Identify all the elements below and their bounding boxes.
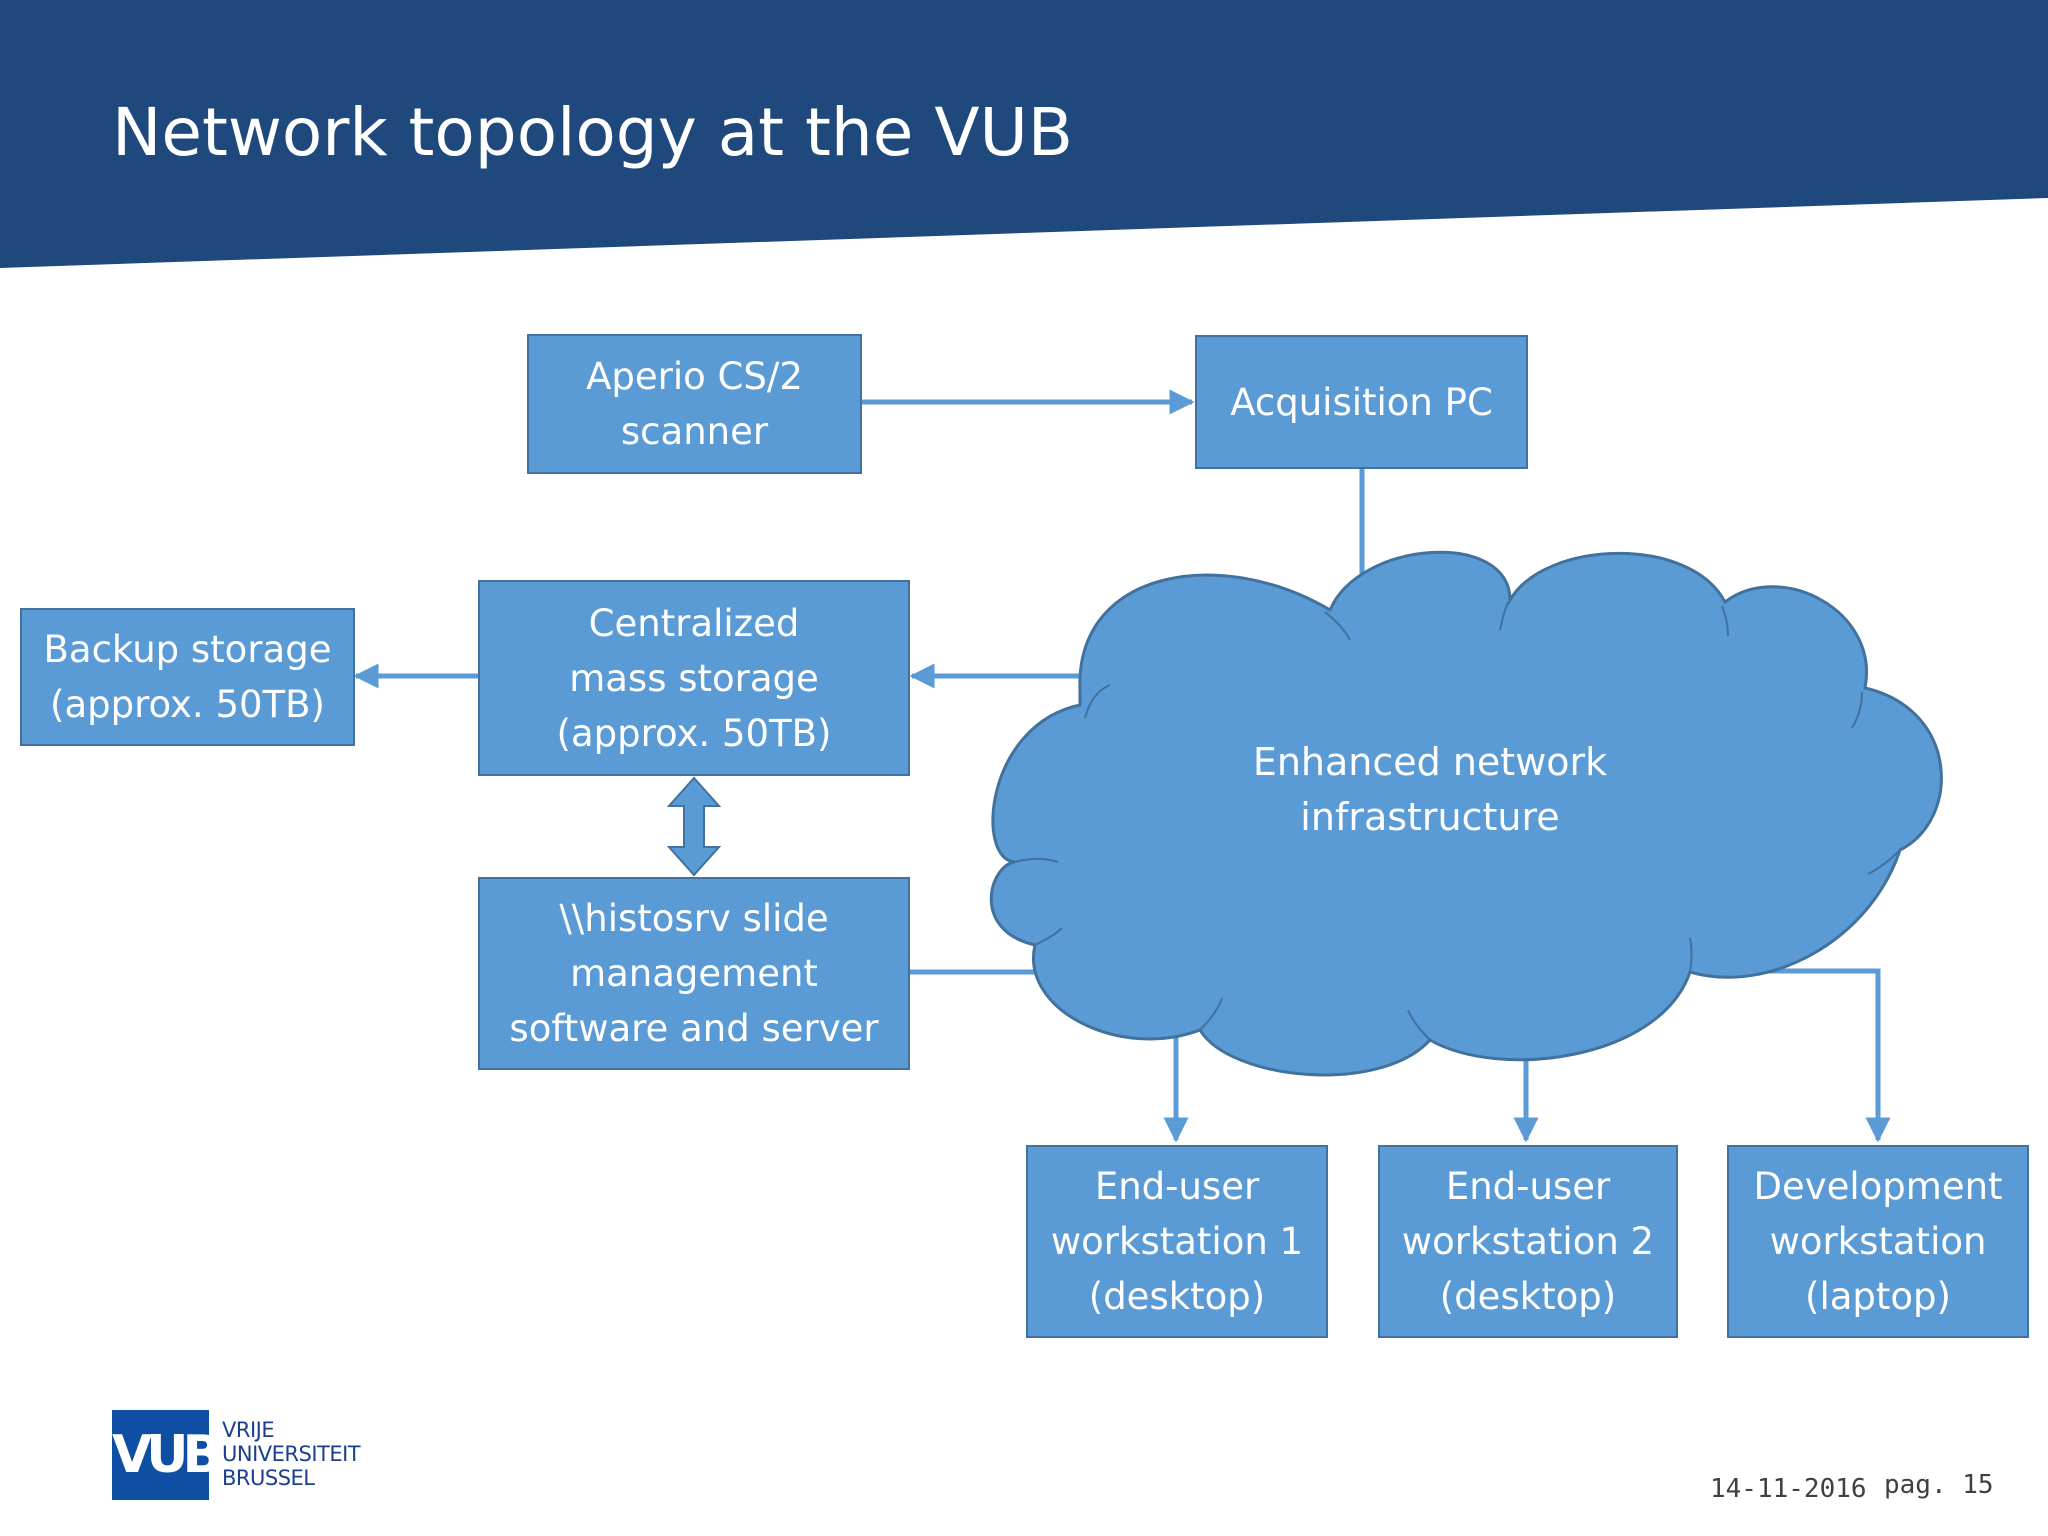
scanner-node: Aperio CS/2 scanner bbox=[527, 334, 862, 474]
scanner-node-line: scanner bbox=[620, 410, 769, 453]
workstation2-node-line: End-user bbox=[1445, 1165, 1611, 1208]
histosrv-node-line: \\histosrv slide bbox=[559, 897, 829, 940]
vub-logo-mark: VUB bbox=[112, 1410, 222, 1500]
workstation1-node-line: (desktop) bbox=[1088, 1275, 1266, 1318]
header-band bbox=[0, 0, 2048, 268]
histosrv-node-line: management bbox=[570, 952, 818, 995]
vub-logo: VUB VRIJE UNIVERSITEIT BRUSSEL bbox=[112, 1410, 382, 1502]
histosrv-node: \\histosrv slide management software and… bbox=[478, 877, 910, 1070]
vub-logo-text-line: UNIVERSITEIT bbox=[222, 1442, 361, 1466]
workstation1-node-line: workstation 1 bbox=[1050, 1220, 1304, 1263]
cloud-label-line: Enhanced network bbox=[1252, 740, 1608, 784]
slide-title: Network topology at the VUB bbox=[112, 94, 1074, 171]
workstation2-node: End-user workstation 2 (desktop) bbox=[1378, 1145, 1678, 1338]
histosrv-node-line: software and server bbox=[509, 1007, 879, 1050]
network-cloud bbox=[989, 550, 1943, 1077]
vub-logo-text-line: BRUSSEL bbox=[222, 1466, 315, 1490]
devstation-node-line: workstation bbox=[1769, 1220, 1987, 1263]
workstation1-node-line: End-user bbox=[1094, 1165, 1260, 1208]
backup-storage-node-line: (approx. 50TB) bbox=[50, 683, 325, 726]
backup-storage-node-line: Backup storage bbox=[43, 628, 332, 671]
double-arrow-storage-histosrv bbox=[666, 776, 722, 877]
acquisition-pc-node-line: Acquisition PC bbox=[1230, 380, 1493, 424]
mass-storage-node-line: mass storage bbox=[569, 656, 819, 700]
mass-storage-node-line: (approx. 50TB) bbox=[556, 711, 832, 755]
workstation2-node-line: (desktop) bbox=[1439, 1275, 1617, 1318]
workstation2-node-line: workstation 2 bbox=[1401, 1220, 1655, 1263]
footer-page-number: pag. 15 bbox=[1884, 1470, 1994, 1500]
vub-logo-text-line: VRIJE bbox=[222, 1418, 275, 1442]
devstation-node: Development workstation (laptop) bbox=[1727, 1145, 2029, 1338]
mass-storage-node-line: Centralized bbox=[588, 601, 800, 645]
footer-date: 14-11-2016 bbox=[1710, 1474, 1867, 1504]
workstation1-node: End-user workstation 1 (desktop) bbox=[1026, 1145, 1328, 1338]
mass-storage-node: Centralized mass storage (approx. 50TB) bbox=[478, 580, 910, 776]
backup-storage-node: Backup storage (approx. 50TB) bbox=[20, 608, 355, 746]
scanner-node-line: Aperio CS/2 bbox=[586, 355, 803, 398]
cloud-label: Enhanced network infrastructure bbox=[1140, 735, 1720, 845]
devstation-node-line: (laptop) bbox=[1805, 1275, 1951, 1318]
arrow-cloud-to-devstation bbox=[1760, 968, 1891, 1143]
cloud-label-line: infrastructure bbox=[1300, 795, 1560, 839]
vub-logo-text: VRIJE UNIVERSITEIT BRUSSEL bbox=[222, 1418, 361, 1490]
acquisition-pc-node: Acquisition PC bbox=[1195, 335, 1528, 469]
devstation-node-line: Development bbox=[1753, 1165, 2003, 1208]
